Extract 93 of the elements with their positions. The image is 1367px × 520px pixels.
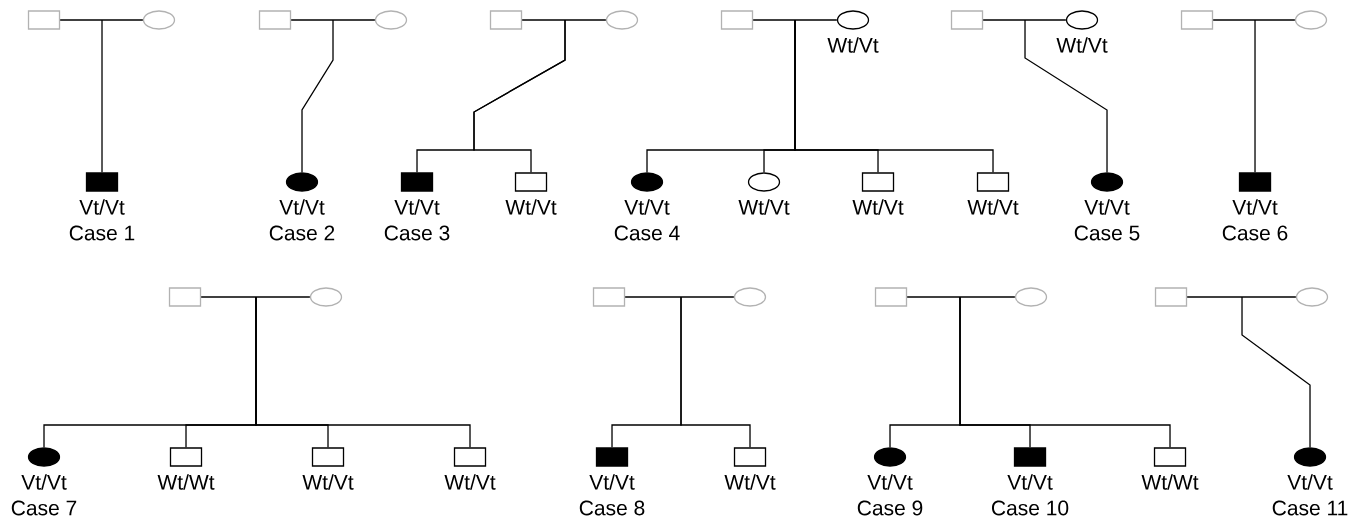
circle-symbol bbox=[836, 10, 870, 30]
case-label: Case 11 bbox=[1272, 500, 1348, 516]
circle-symbol bbox=[630, 172, 664, 192]
circle-symbol bbox=[1294, 10, 1328, 30]
circle-symbol bbox=[1065, 10, 1099, 30]
case-label: Case 2 bbox=[269, 225, 335, 241]
descent-line bbox=[1254, 19, 1256, 173]
genotype-label: Vt/Vt bbox=[1232, 199, 1278, 215]
circle-symbol bbox=[285, 172, 319, 192]
descent-line bbox=[473, 19, 566, 173]
circle-symbol bbox=[27, 447, 61, 467]
case-label: Case 7 bbox=[11, 500, 77, 516]
square-symbol bbox=[720, 10, 754, 30]
square-symbol bbox=[169, 447, 203, 467]
circle-symbol bbox=[1295, 287, 1329, 307]
genotype-label: Wt/Vt bbox=[724, 474, 776, 490]
case-label: Case 3 bbox=[384, 225, 450, 241]
circle-symbol bbox=[605, 10, 639, 30]
square-symbol bbox=[168, 287, 202, 307]
genotype-label: Wt/Wt bbox=[1141, 474, 1199, 490]
descent-line bbox=[101, 19, 103, 173]
square-symbol bbox=[400, 172, 434, 192]
descent-line bbox=[1024, 19, 1108, 173]
genotype-label: Vt/Vt bbox=[21, 474, 67, 490]
square-symbol bbox=[85, 172, 119, 192]
square-symbol bbox=[258, 10, 292, 30]
genotype-label: Vt/Vt bbox=[1007, 474, 1053, 490]
case-label: Case 10 bbox=[991, 500, 1069, 516]
mating-line bbox=[521, 19, 607, 21]
mating-line bbox=[1186, 296, 1297, 298]
square-symbol bbox=[453, 447, 487, 467]
mating-line bbox=[752, 19, 838, 21]
mating-line bbox=[1212, 19, 1296, 21]
square-symbol bbox=[861, 172, 895, 192]
genotype-label: Vt/Vt bbox=[1084, 199, 1130, 215]
case-label: Case 1 bbox=[69, 225, 135, 241]
case-label: Case 5 bbox=[1074, 225, 1140, 241]
square-symbol bbox=[514, 172, 548, 192]
case-label: Case 4 bbox=[614, 225, 680, 241]
genotype-label: Wt/Vt bbox=[738, 199, 790, 215]
square-symbol bbox=[592, 287, 626, 307]
descent-line bbox=[959, 296, 1171, 448]
square-symbol bbox=[1154, 287, 1188, 307]
square-symbol bbox=[27, 10, 61, 30]
square-symbol bbox=[1013, 447, 1047, 467]
square-symbol bbox=[311, 447, 345, 467]
genotype-label: Vt/Vt bbox=[1287, 474, 1333, 490]
square-symbol bbox=[1238, 172, 1272, 192]
descent-line bbox=[301, 19, 334, 173]
genotype-label: Vt/Vt bbox=[589, 474, 635, 490]
descent-line bbox=[1241, 296, 1311, 448]
genotype-label: Wt/Vt bbox=[505, 199, 557, 215]
mating-line bbox=[982, 19, 1067, 21]
genotype-label: Vt/Vt bbox=[624, 199, 670, 215]
square-symbol bbox=[489, 10, 523, 30]
mating-line bbox=[624, 296, 735, 298]
circle-symbol bbox=[142, 10, 176, 30]
mating-line bbox=[290, 19, 376, 21]
square-symbol bbox=[874, 287, 908, 307]
genotype-label: Vt/Vt bbox=[279, 199, 325, 215]
circle-symbol bbox=[1014, 287, 1048, 307]
square-symbol bbox=[976, 172, 1010, 192]
square-symbol bbox=[950, 10, 984, 30]
case-label: Case 8 bbox=[579, 500, 645, 516]
genotype-label: Vt/Vt bbox=[394, 199, 440, 215]
circle-symbol bbox=[374, 10, 408, 30]
genotype-label: Vt/Vt bbox=[867, 474, 913, 490]
genotype-label: Wt/Wt bbox=[157, 474, 215, 490]
circle-symbol bbox=[1293, 447, 1327, 467]
genotype-label: Wt/Vt bbox=[444, 474, 496, 490]
square-symbol bbox=[1180, 10, 1214, 30]
mating-line bbox=[200, 296, 311, 298]
genotype-label: Vt/Vt bbox=[79, 199, 125, 215]
genotype-label: Wt/Vt bbox=[827, 37, 879, 53]
circle-symbol bbox=[747, 172, 781, 192]
descent-line bbox=[680, 296, 751, 448]
case-label: Case 6 bbox=[1222, 225, 1288, 241]
genotype-label: Wt/Vt bbox=[967, 199, 1019, 215]
square-symbol bbox=[733, 447, 767, 467]
genotype-label: Wt/Vt bbox=[852, 199, 904, 215]
circle-symbol bbox=[733, 287, 767, 307]
descent-line bbox=[794, 19, 994, 173]
square-symbol bbox=[1153, 447, 1187, 467]
circle-symbol bbox=[1090, 172, 1124, 192]
descent-line bbox=[255, 296, 471, 448]
circle-symbol bbox=[309, 287, 343, 307]
square-symbol bbox=[595, 447, 629, 467]
mating-line bbox=[906, 296, 1016, 298]
genotype-label: Wt/Vt bbox=[1056, 37, 1108, 53]
case-label: Case 9 bbox=[857, 500, 923, 516]
genotype-label: Wt/Vt bbox=[302, 474, 354, 490]
mating-line bbox=[59, 19, 144, 21]
circle-symbol bbox=[873, 447, 907, 467]
